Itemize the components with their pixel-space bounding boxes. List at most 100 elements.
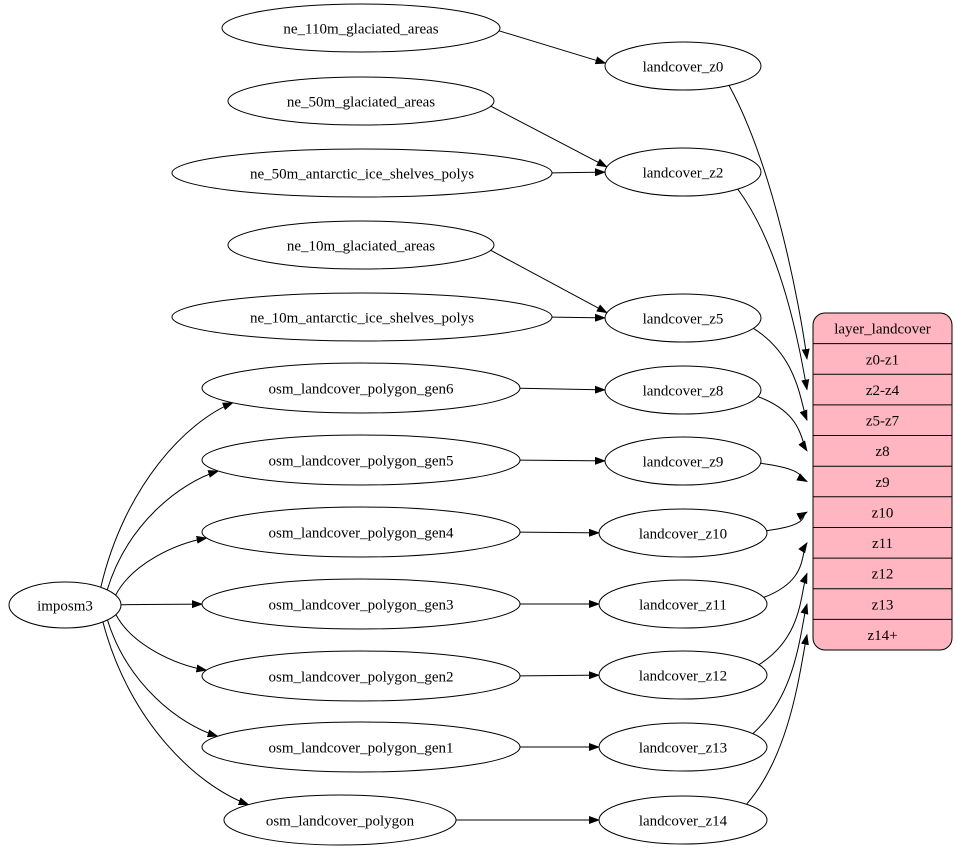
node-landcover_z12: landcover_z12: [598, 650, 768, 700]
node-landcover_z12-label: landcover_z12: [639, 668, 727, 684]
edge-landcover_z5-to-layer_landcover-row-z5-z7: [753, 327, 808, 422]
node-landcover_z11: landcover_z11: [598, 579, 768, 629]
edge-imposm3-to-osm_landcover_polygon_gen6: [100, 402, 234, 588]
node-imposm3-shape: [8, 581, 122, 629]
record-row-z5-z7: z5-z7: [866, 413, 900, 429]
node-landcover_z2-label: landcover_z2: [643, 165, 724, 181]
node-osm_landcover_polygon-label: osm_landcover_polygon: [266, 813, 415, 829]
record-row-z11: z11: [872, 536, 893, 552]
node-landcover_z10-label: landcover_z10: [639, 526, 727, 542]
node-landcover_z13-label: landcover_z13: [639, 740, 727, 756]
record-row-z0-z1: z0-z1: [866, 352, 899, 368]
node-imposm3: imposm3: [8, 581, 122, 629]
node-landcover_z8-label: landcover_z8: [643, 383, 724, 399]
node-osm_landcover_polygon_gen3-shape: [201, 578, 521, 630]
record-title: layer_landcover: [834, 322, 931, 338]
record-node-layer_landcover: layer_landcoverz0-z1z2-z4z5-z7z8z9z10z11…: [812, 312, 953, 651]
edge-imposm3-to-osm_landcover_polygon: [102, 621, 250, 806]
node-landcover_z0-shape: [604, 41, 762, 91]
edge-landcover_z9-to-layer_landcover-row-z9: [760, 462, 808, 482]
node-landcover_z9-shape: [604, 436, 762, 486]
edge-landcover_z10-to-layer_landcover-row-z10: [766, 511, 808, 532]
node-landcover_z8: landcover_z8: [604, 365, 762, 415]
node-landcover_z9-label: landcover_z9: [643, 454, 724, 470]
node-imposm3-label: imposm3: [37, 598, 93, 614]
node-osm_landcover_polygon_gen4-shape: [201, 506, 521, 558]
node-landcover_z8-shape: [604, 365, 762, 415]
node-osm_landcover_polygon_gen2-label: osm_landcover_polygon_gen2: [269, 669, 454, 685]
node-landcover_z5: landcover_z5: [604, 293, 762, 343]
node-osm_landcover_polygon_gen1: osm_landcover_polygon_gen1: [201, 721, 521, 773]
node-ne_50m_antarctic_ice_shelves_polys: ne_50m_antarctic_ice_shelves_polys: [171, 148, 553, 198]
edge-ne_110m_glaciated_areas-to-landcover_z0: [498, 30, 607, 65]
edge-imposm3-to-osm_landcover_polygon_gen2: [115, 614, 208, 673]
record-row-z9: z9: [875, 475, 889, 491]
node-landcover_z5-label: landcover_z5: [643, 311, 724, 327]
node-osm_landcover_polygon_gen5-shape: [201, 434, 521, 486]
node-ne_110m_glaciated_areas-label: ne_110m_glaciated_areas: [283, 21, 438, 37]
node-osm_landcover_polygon_gen4: osm_landcover_polygon_gen4: [201, 506, 521, 558]
node-ne_10m_antarctic_ice_shelves_polys: ne_10m_antarctic_ice_shelves_polys: [171, 292, 553, 342]
node-landcover_z12-shape: [598, 650, 768, 700]
edge-ne_50m_antarctic_ice_shelves_polys-to-landcover_z2: [551, 168, 606, 177]
edge-ne_10m_antarctic_ice_shelves_polys-to-landcover_z5: [551, 313, 606, 322]
node-landcover_z0: landcover_z0: [604, 41, 762, 91]
edge-landcover_z13-to-layer_landcover-row-z13: [752, 603, 809, 735]
node-osm_landcover_polygon: osm_landcover_polygon: [223, 794, 457, 846]
edge-imposm3-to-osm_landcover_polygon_gen4: [115, 535, 208, 596]
node-ne_110m_glaciated_areas: ne_110m_glaciated_areas: [221, 3, 501, 53]
node-ne_110m_glaciated_areas-shape: [221, 3, 501, 53]
node-osm_landcover_polygon_gen5-label: osm_landcover_polygon_gen5: [269, 453, 454, 469]
node-osm_landcover_polygon_gen3: osm_landcover_polygon_gen3: [201, 578, 521, 630]
node-ne_50m_glaciated_areas-label: ne_50m_glaciated_areas: [287, 94, 435, 110]
record-row-z13: z13: [872, 597, 894, 613]
edge-ne_10m_glaciated_areas-to-landcover_z5: [490, 249, 608, 314]
record-row-z12: z12: [872, 567, 894, 583]
node-osm_landcover_polygon_gen3-label: osm_landcover_polygon_gen3: [269, 597, 454, 613]
node-osm_landcover_polygon_gen1-label: osm_landcover_polygon_gen1: [269, 740, 454, 756]
node-landcover_z2-shape: [604, 147, 762, 197]
node-landcover_z10-shape: [598, 508, 768, 558]
node-landcover_z13: landcover_z13: [598, 722, 768, 772]
node-landcover_z2: landcover_z2: [604, 147, 762, 197]
node-osm_landcover_polygon_gen6-label: osm_landcover_polygon_gen6: [269, 381, 454, 397]
node-ne_10m_glaciated_areas-label: ne_10m_glaciated_areas: [287, 238, 435, 254]
edge-landcover_z12-to-layer_landcover-row-z12: [758, 572, 808, 666]
node-ne_10m_antarctic_ice_shelves_polys-label: ne_10m_antarctic_ice_shelves_polys: [250, 310, 474, 326]
node-ne_10m_antarctic_ice_shelves_polys-shape: [171, 292, 553, 342]
node-osm_landcover_polygon_gen2: osm_landcover_polygon_gen2: [201, 650, 521, 702]
edge-landcover_z2-to-layer_landcover-row-z2-z4: [737, 188, 810, 391]
edge-imposm3-to-osm_landcover_polygon_gen1: [107, 619, 219, 738]
node-landcover_z9: landcover_z9: [604, 436, 762, 486]
node-osm_landcover_polygon_gen2-shape: [201, 650, 521, 702]
node-ne_10m_glaciated_areas: ne_10m_glaciated_areas: [227, 220, 495, 270]
node-landcover_z0-label: landcover_z0: [643, 59, 724, 75]
node-osm_landcover_polygon_gen1-shape: [201, 721, 521, 773]
node-ne_50m_glaciated_areas: ne_50m_glaciated_areas: [227, 76, 495, 126]
node-ne_10m_glaciated_areas-shape: [227, 220, 495, 270]
node-landcover_z14-shape: [598, 795, 768, 845]
node-ne_50m_antarctic_ice_shelves_polys-shape: [171, 148, 553, 198]
node-landcover_z13-shape: [598, 722, 768, 772]
edge-imposm3-to-osm_landcover_polygon_gen3: [120, 600, 203, 609]
edge-osm_landcover_polygon_gen2-to-landcover_z12: [519, 671, 600, 680]
node-landcover_z5-shape: [604, 293, 762, 343]
edge-osm_landcover_polygon_gen5-to-landcover_z9: [519, 456, 606, 465]
node-landcover_z11-shape: [598, 579, 768, 629]
record-row-z14+: z14+: [867, 628, 897, 644]
node-osm_landcover_polygon_gen4-label: osm_landcover_polygon_gen4: [269, 525, 454, 541]
node-landcover_z10: landcover_z10: [598, 508, 768, 558]
record-row-z8: z8: [875, 444, 889, 460]
edge-osm_landcover_polygon_gen6-to-landcover_z8: [519, 385, 606, 394]
edge-ne_50m_glaciated_areas-to-landcover_z2: [490, 105, 608, 168]
node-landcover_z14: landcover_z14: [598, 795, 768, 845]
node-ne_50m_glaciated_areas-shape: [227, 76, 495, 126]
edge-landcover_z14-to-layer_landcover-row-z14+: [746, 633, 809, 805]
edge-landcover_z0-to-layer_landcover-row-z0-z1: [728, 85, 810, 360]
edge-landcover_z8-to-layer_landcover-row-z8: [757, 396, 808, 452]
node-osm_landcover_polygon_gen6-shape: [201, 362, 521, 414]
node-osm_landcover_polygon_gen6: osm_landcover_polygon_gen6: [201, 362, 521, 414]
record-node-shape: [812, 312, 953, 651]
